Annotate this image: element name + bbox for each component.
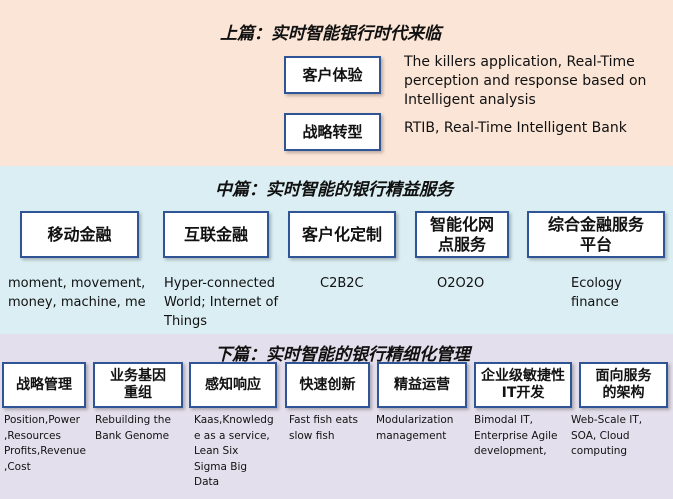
strategic-transformation-description: RTIB, Real-Time Intelligent Bank — [404, 120, 627, 136]
mobile-finance-box: 移动金融 — [20, 211, 139, 258]
service-oriented-architecture-box: 面向服务的架构 — [579, 362, 668, 408]
soa-description: Web-Scale IT, SOA, Cloud computing — [571, 414, 643, 457]
business-gene-description: Rebuilding the Bank Genome — [95, 414, 171, 442]
strategic-management-description: Position,Power ,Resources Profits,Revenu… — [4, 414, 86, 473]
smart-branch-description: O2O2O — [437, 276, 485, 291]
internet-finance-description: Hyper-connected World; Internet of Thing… — [164, 276, 279, 329]
lean-operation-box: 精益运营 — [377, 362, 467, 408]
bottom-section-title: 下篇：实时智能的银行精细化管理 — [215, 345, 470, 365]
middle-section-title: 中篇：实时智能的银行精益服务 — [215, 180, 453, 200]
smart-branch-service-box: 智能化网点服务 — [415, 211, 509, 258]
internet-finance-box: 互联金融 — [163, 211, 269, 258]
perception-response-box: 感知响应 — [189, 362, 277, 408]
top-section-title: 上篇：实时智能银行时代来临 — [220, 24, 441, 44]
bottom-section — [0, 334, 673, 499]
rapid-innovation-description: Fast fish eats slow fish — [289, 414, 358, 442]
business-gene-restructuring-box: 业务基因重组 — [93, 362, 183, 408]
customization-box: 客户化定制 — [288, 211, 396, 258]
customer-experience-box: 客户体验 — [284, 56, 381, 94]
customer-experience-description: The killers application, Real-Time perce… — [404, 54, 647, 108]
perception-response-description: Kaas,Knowledge as a service, Lean Six Si… — [194, 414, 274, 488]
rapid-innovation-box: 快速创新 — [285, 362, 370, 408]
strategic-management-box: 战略管理 — [2, 362, 86, 408]
lean-operation-description: Modularization management — [376, 414, 454, 442]
integrated-financial-platform-box: 综合金融服务平台 — [527, 211, 665, 258]
strategic-transformation-box: 战略转型 — [284, 113, 381, 151]
integrated-platform-description: Ecology finance — [571, 276, 622, 310]
mobile-finance-description: moment, movement, money, machine, me — [8, 276, 146, 310]
customization-description: C2B2C — [320, 276, 364, 291]
enterprise-agile-it-box: 企业级敏捷性IT开发 — [474, 362, 572, 408]
enterprise-agile-it-description: Bimodal IT, Enterprise Agile development… — [474, 414, 558, 457]
